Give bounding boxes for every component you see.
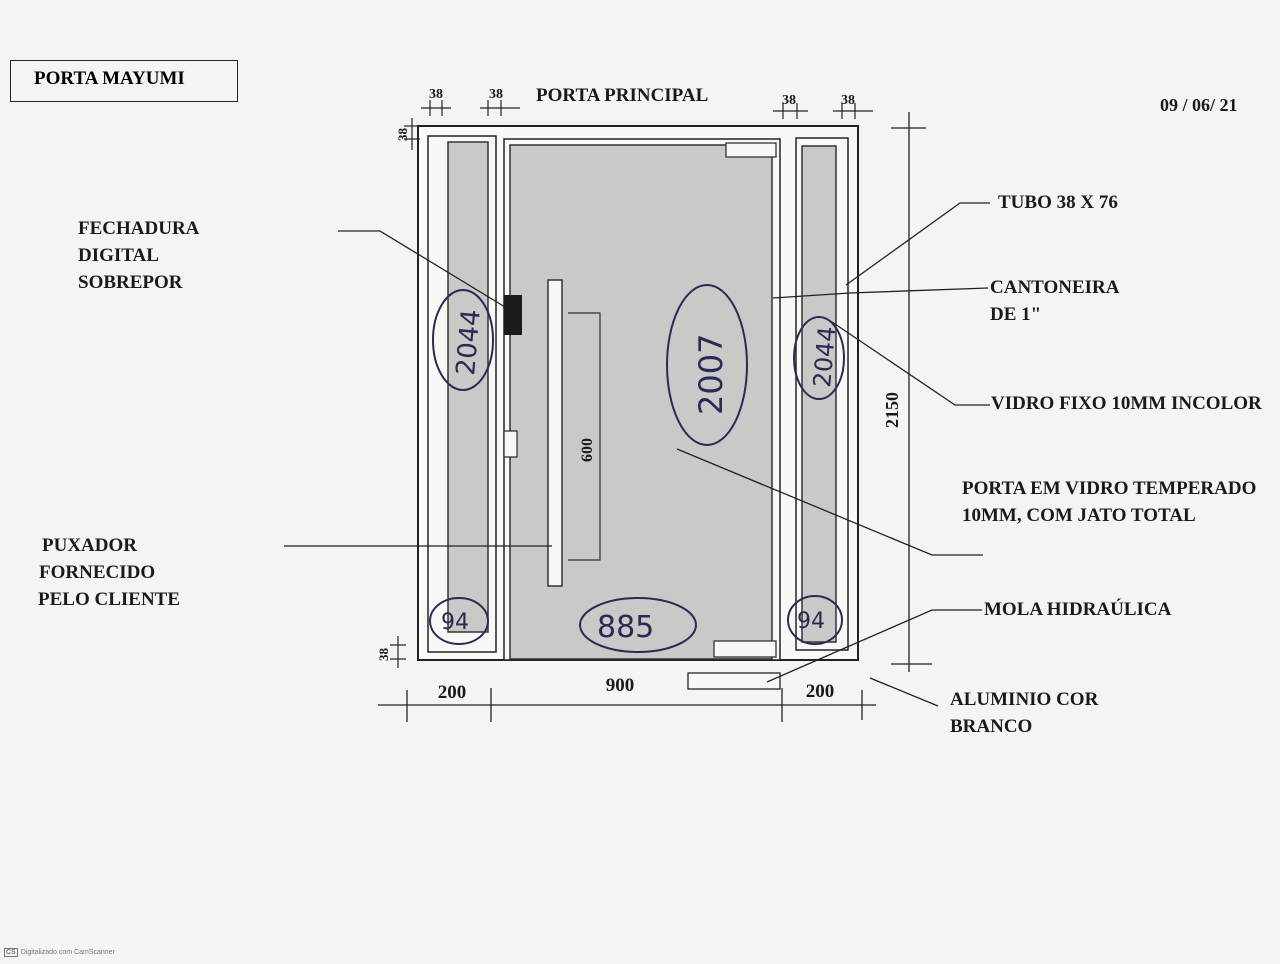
- handwritten-annotations: [429, 284, 845, 653]
- left-profile-dimensions: [390, 118, 420, 668]
- drawing-date: 09 / 06/ 21: [1160, 95, 1238, 115]
- subtitle-porta-principal: PORTA PRINCIPAL: [536, 85, 709, 106]
- dim-38-top-4: 38: [841, 93, 855, 108]
- bottom-pivot: [713, 640, 777, 658]
- drawing-title: PORTA MAYUMI: [34, 68, 185, 89]
- hw-right-panel-height: 2044: [808, 325, 841, 388]
- label-mola: MOLA HIDRAÚLICA: [984, 599, 1172, 620]
- leader-lines: [284, 202, 990, 707]
- hw-door-leaf-width: 885: [597, 610, 654, 645]
- lower-hinge: [503, 430, 518, 458]
- dim-38-top-2: 38: [489, 87, 503, 102]
- title-box: PORTA MAYUMI: [10, 60, 238, 102]
- dim-38-left-top: 38: [395, 128, 410, 142]
- dim-left-width: 200: [438, 682, 467, 703]
- label-vidro-fixo: VIDRO FIXO 10MM INCOLOR: [991, 393, 1262, 414]
- dim-38-top-3: 38: [782, 93, 796, 108]
- dim-door-width: 900: [606, 675, 635, 696]
- height-dimension: [891, 112, 932, 672]
- left-fixed-glass: [447, 141, 489, 633]
- label-puxador: PUXADOR FORNECIDO PELO CLIENTE: [38, 535, 181, 610]
- hw-left-panel-width: 94: [441, 610, 469, 635]
- top-profile-dimensions: [421, 100, 873, 119]
- floor-spring: [687, 672, 781, 690]
- top-pivot: [725, 142, 777, 158]
- label-porta-vidro: PORTA EM VIDRO TEMPERADO 10MM, COM JATO …: [962, 478, 1257, 526]
- door-handle: [547, 279, 563, 587]
- dim-38-left-bottom: 38: [376, 648, 391, 662]
- dim-right-width: 200: [806, 681, 835, 702]
- digital-lock: [504, 295, 522, 335]
- handle-dimension-line: [568, 312, 601, 561]
- hw-left-panel-height: 2044: [451, 308, 487, 377]
- camscanner-logo-icon: CS: [4, 948, 18, 957]
- dim-38-top-1: 38: [429, 87, 443, 102]
- dim-handle-length: 600: [579, 438, 596, 462]
- label-fechadura: FECHADURA DIGITAL SOBREPOR: [78, 218, 200, 293]
- hw-right-panel-width: 94: [797, 609, 825, 634]
- label-aluminio: ALUMINIO COR BRANCO: [950, 689, 1099, 737]
- bottom-width-dimensions: [378, 688, 876, 722]
- label-tubo: TUBO 38 X 76: [998, 192, 1118, 213]
- hw-door-height: 2007: [692, 334, 730, 415]
- label-cantoneira: CANTONEIRA DE 1": [990, 277, 1120, 325]
- dim-total-height: 2150: [882, 392, 902, 428]
